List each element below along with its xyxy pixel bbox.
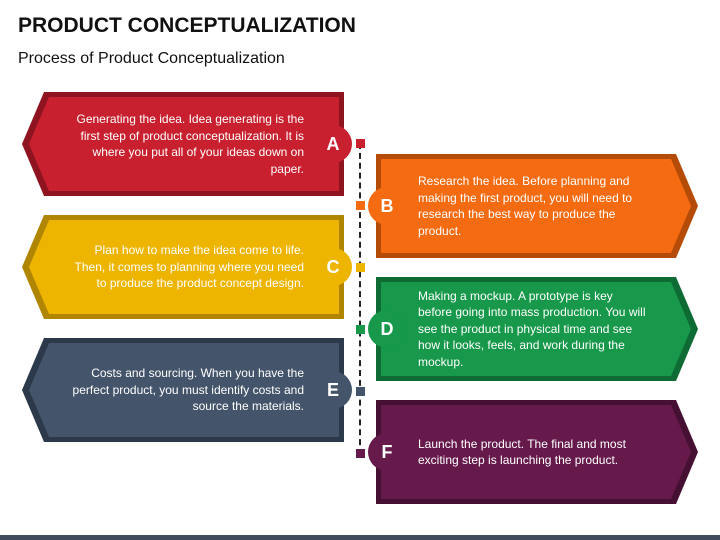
step-f-letter-badge: F (368, 433, 406, 471)
step-e-letter-badge: E (314, 371, 352, 409)
step-e-text: Costs and sourcing. When you have the pe… (72, 366, 304, 414)
timeline-dashed-line (359, 143, 361, 455)
step-a-card: Generating the idea. Idea generating is … (22, 92, 352, 196)
step-b-arrow-shape (376, 154, 698, 258)
step-f-text: Launch the product. The final and most e… (418, 436, 626, 468)
step-d-card: Making a mockup. A prototype is key befo… (368, 277, 698, 381)
timeline-marker-b (355, 201, 365, 210)
step-b-letter-badge: B (368, 187, 406, 225)
step-c-letter-badge: C (314, 248, 352, 286)
step-a-arrow-shape (22, 92, 344, 196)
step-d-letter-badge: D (368, 310, 406, 348)
timeline-marker-d (355, 325, 365, 334)
step-e-arrow-shape (22, 338, 344, 442)
step-c-text: Plan how to make the idea come to life. … (74, 243, 304, 291)
step-a-text: Generating the idea. Idea generating is … (76, 112, 305, 176)
step-c-arrow-shape (22, 215, 344, 319)
timeline-marker-c (355, 263, 365, 272)
step-d-arrow-shape (376, 277, 698, 381)
timeline-marker-a (355, 139, 365, 148)
step-b-card: Research the idea. Before planning and m… (368, 154, 698, 258)
step-e-card: Costs and sourcing. When you have the pe… (22, 338, 352, 442)
step-f-arrow-shape (376, 400, 698, 504)
page-title: PRODUCT CONCEPTUALIZATION (18, 14, 356, 37)
timeline-marker-f (355, 449, 365, 458)
step-a-letter-badge: A (314, 125, 352, 163)
footer-bar (0, 535, 720, 540)
step-c-card: Plan how to make the idea come to life. … (22, 215, 352, 319)
timeline-marker-e (355, 387, 365, 396)
step-f-card: Launch the product. The final and most e… (368, 400, 698, 504)
step-b-text: Research the idea. Before planning and m… (418, 174, 633, 238)
page-subtitle: Process of Product Conceptualization (18, 50, 285, 67)
step-d-text: Making a mockup. A prototype is key befo… (418, 288, 646, 369)
